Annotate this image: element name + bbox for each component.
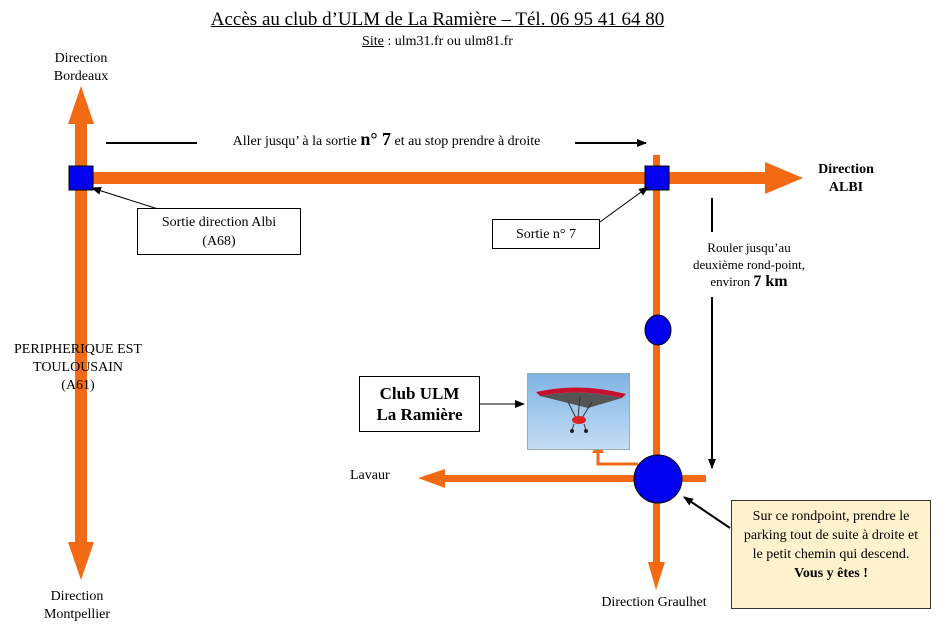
label-periph: PERIPHERIQUE EST TOULOUSAIN (A61) (2, 341, 154, 395)
montpellier-line-2: Montpellier (43, 607, 111, 622)
road-arrow-graulhet (648, 562, 665, 590)
junction-a61-a68 (68, 165, 94, 191)
site-text: : ulm31.fr ou ulm81.fr (383, 34, 513, 49)
road-a61 (75, 112, 87, 552)
road-a68 (81, 172, 771, 184)
road-arrow-albi (765, 162, 803, 194)
road-arrow-bordeaux (68, 86, 94, 124)
instruction-top-before: Aller jusqu’ à la sortie (232, 134, 361, 149)
bordeaux-line-1: Direction (54, 51, 108, 66)
albi-line-2: ALBI (828, 180, 864, 195)
periph-line-3: (A61) (61, 378, 95, 393)
title-main: Accès au club d’ULM de La Ramière (210, 9, 497, 30)
instruction-top-after: et au stop prendre à droite (391, 134, 541, 149)
rouler-line-1: Rouler jusqu’au (707, 240, 791, 255)
road-arrow-montpellier (68, 542, 94, 580)
instruction-rouler: Rouler jusqu’au deuxième rond-point, env… (674, 239, 824, 290)
periph-line-2: TOULOUSAIN (33, 360, 123, 375)
note-pointer (683, 496, 731, 529)
sortie-albi-line-1: Sortie direction Albi (161, 215, 277, 230)
label-direction-albi: Direction ALBI (796, 161, 896, 197)
club-line-1: Club ULM (379, 384, 460, 403)
parking-path (596, 452, 638, 466)
microlight-icon (536, 387, 626, 433)
rouler-line-3-emph: 7 km (753, 273, 788, 290)
label-direction-graulhet: Direction Graulhet (601, 595, 707, 610)
road-lavaur (440, 475, 706, 482)
label-direction-montpellier: Direction Montpellier (27, 588, 127, 624)
club-line-2: La Ramière (376, 405, 463, 424)
page-title: Accès au club d’ULM de La Ramière – Tél.… (0, 9, 875, 31)
ulm-photo (527, 373, 630, 450)
box-club-ulm: Club ULM La Ramière (359, 376, 480, 432)
montpellier-line-1: Direction (50, 589, 104, 604)
note-rondpoint-text: Sur ce rondpoint, prendre le parking tou… (743, 509, 919, 562)
site-line: Site : ulm31.fr ou ulm81.fr (0, 34, 875, 50)
title-phone: – Tél. 06 95 41 64 80 (496, 9, 665, 30)
label-lavaur: Lavaur (350, 468, 390, 483)
rouler-line-2: deuxième rond-point, (693, 257, 805, 272)
bordeaux-line-2: Bordeaux (53, 69, 109, 84)
roundabout-second (633, 454, 683, 504)
roundabout-first (644, 314, 672, 346)
junction-sortie-7 (644, 165, 670, 191)
periph-line-1: PERIPHERIQUE EST (14, 342, 142, 357)
sortie-albi-line-2: (A68) (202, 234, 236, 249)
site-label: Site (362, 34, 384, 49)
rouler-line-3-before: environ (710, 274, 754, 289)
box-sortie-7: Sortie n° 7 (492, 219, 600, 249)
instruction-top: Aller jusqu’ à la sortie n° 7 et au stop… (204, 130, 569, 151)
box-sortie-albi: Sortie direction Albi (A68) (137, 208, 301, 255)
instruction-top-emph: n° 7 (360, 129, 392, 149)
sortie-albi-pointer (91, 186, 159, 210)
note-rondpoint: Sur ce rondpoint, prendre le parking tou… (731, 500, 931, 609)
rouler-line-3: environ 7 km (674, 273, 824, 290)
albi-line-1: Direction (818, 162, 874, 177)
label-direction-bordeaux: Direction Bordeaux (31, 50, 131, 86)
road-arrow-lavaur (418, 469, 445, 488)
road-local (653, 155, 660, 570)
note-rondpoint-final: Vous y êtes ! (794, 566, 868, 581)
sortie-7-pointer (599, 186, 649, 223)
